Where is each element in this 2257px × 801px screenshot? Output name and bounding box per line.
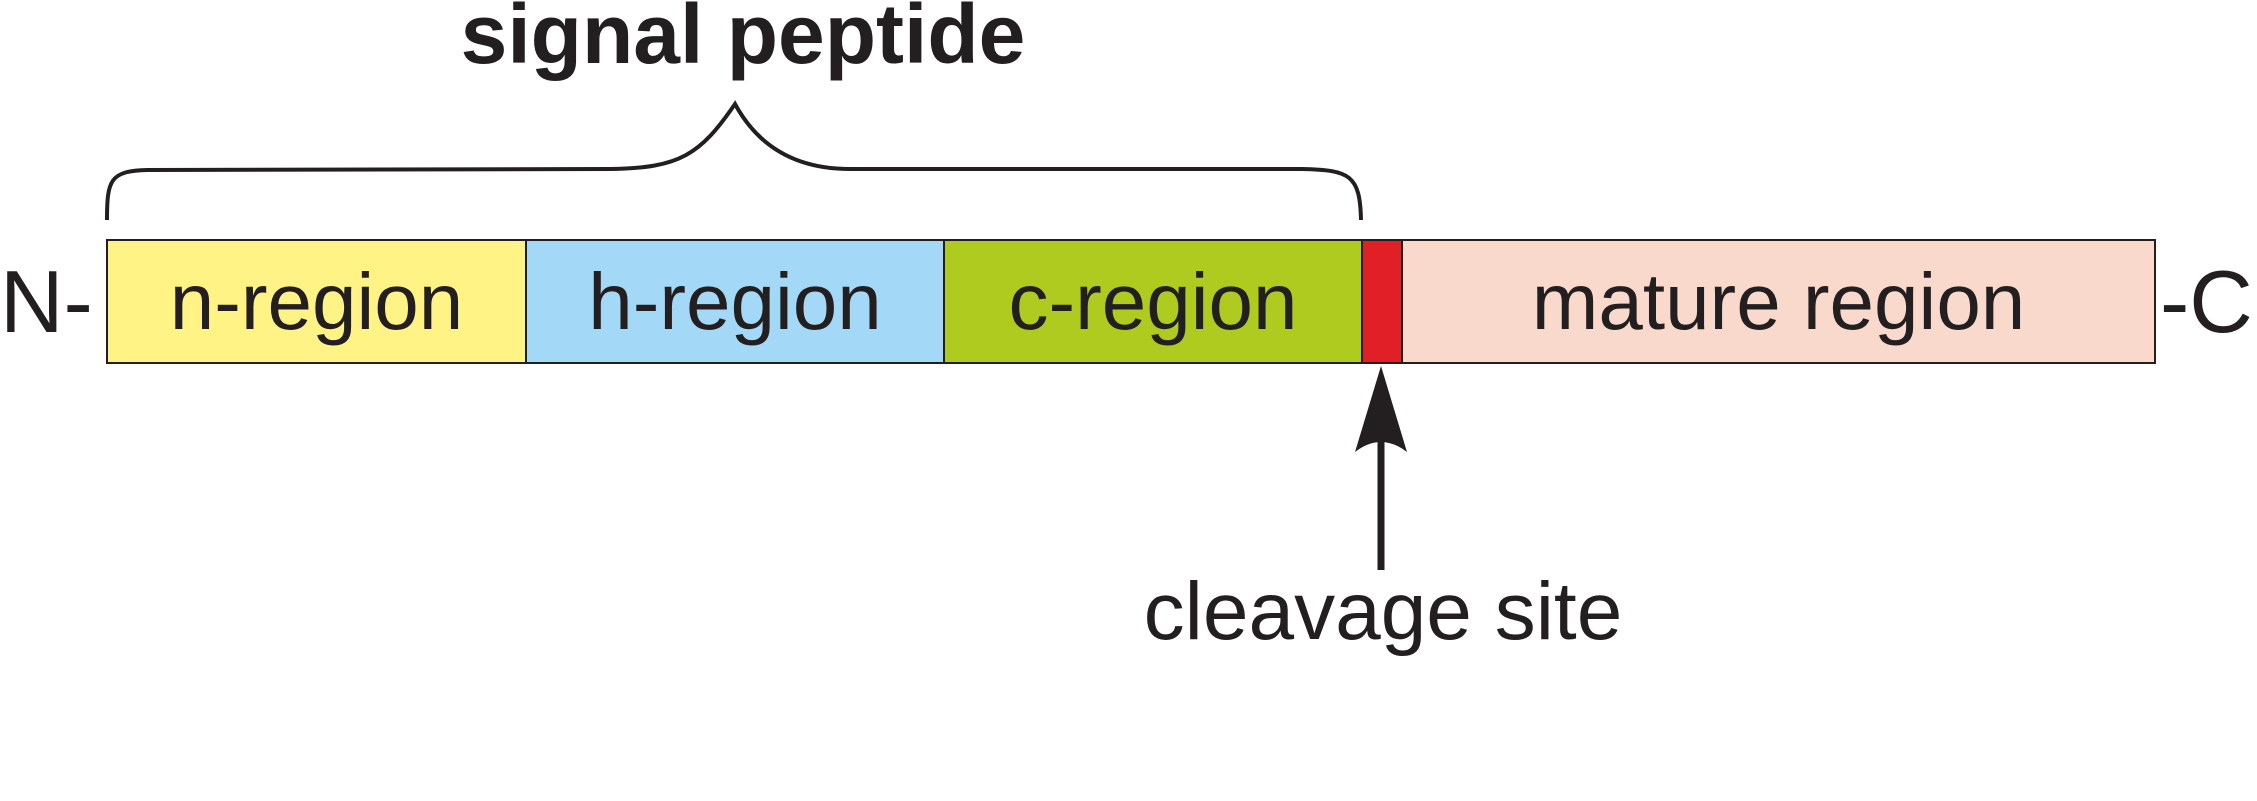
protein-bar: n-region h-region c-region mature region <box>106 239 2156 364</box>
signal-peptide-title: signal peptide <box>460 0 1026 81</box>
c-region-segment: c-region <box>945 241 1363 362</box>
mature-region-segment: mature region <box>1403 241 2154 362</box>
n-region-segment: n-region <box>108 241 527 362</box>
h-region-segment: h-region <box>527 241 945 362</box>
n-terminus-label: N- <box>0 252 93 351</box>
cleavage-segment <box>1363 241 1403 362</box>
cleavage-site-label: cleavage site <box>1143 566 1623 657</box>
c-terminus-label: -C <box>2160 252 2253 351</box>
